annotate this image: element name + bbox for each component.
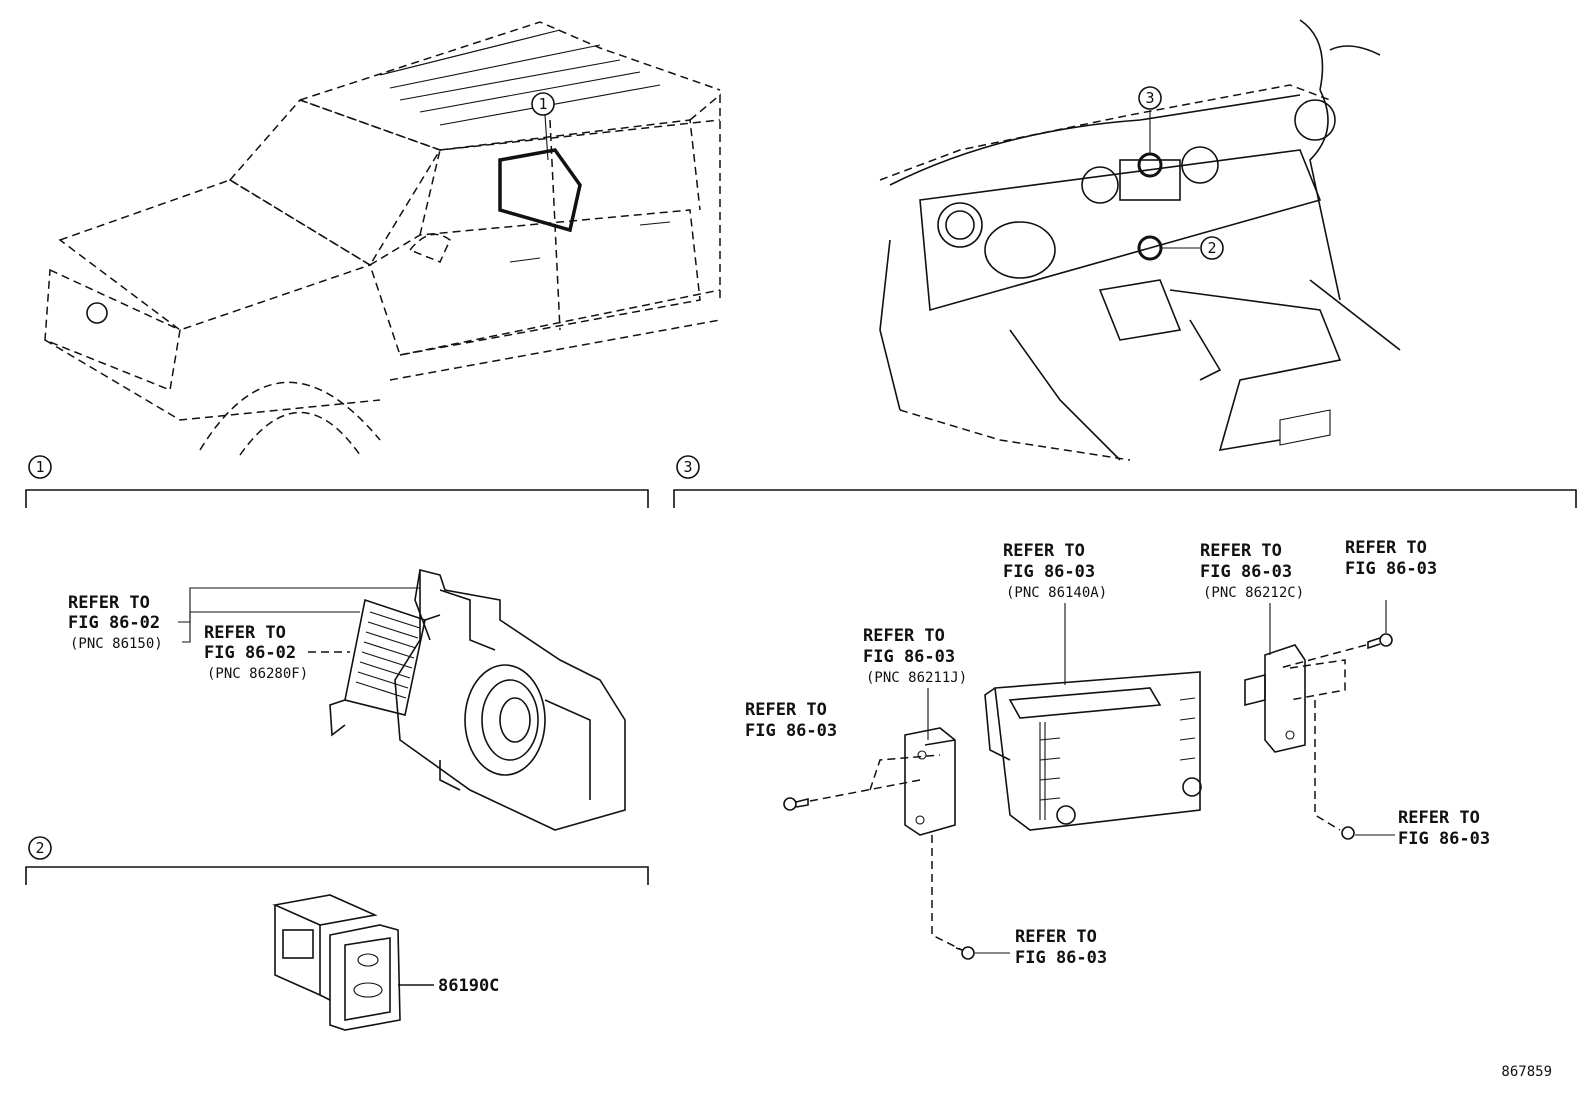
right-screw-ref-label: REFER TO FIG 86-03	[1398, 808, 1490, 849]
svg-text:REFER TO: REFER TO	[1003, 541, 1085, 561]
svg-text:REFER TO: REFER TO	[1398, 808, 1480, 828]
part-label-86190c: 86190C	[398, 976, 499, 996]
svg-text:REFER TO: REFER TO	[1345, 538, 1427, 558]
svg-text:FIG 86-03: FIG 86-03	[1398, 829, 1490, 849]
svg-text:2: 2	[35, 839, 44, 857]
section-2-header: 2	[25, 836, 649, 885]
svg-text:1: 1	[35, 458, 44, 476]
svg-text:(PNC 86211J): (PNC 86211J)	[866, 670, 967, 686]
svg-text:REFER TO: REFER TO	[68, 593, 150, 613]
left-screw	[783, 754, 941, 811]
amp-ref-label: REFER TO FIG 86-02 (PNC 86150)	[68, 587, 420, 652]
svg-text:FIG 86-03: FIG 86-03	[1003, 562, 1095, 582]
callout-3-dash: 3	[1138, 86, 1162, 110]
right-bracket	[1244, 644, 1306, 753]
usb-port-assembly	[272, 894, 401, 1031]
callout-2-dash: 2	[1200, 236, 1224, 260]
section-1-header: 1	[25, 455, 649, 508]
svg-text:(PNC 86280F): (PNC 86280F)	[207, 666, 308, 682]
svg-text:FIG 86-03: FIG 86-03	[1345, 559, 1437, 579]
svg-text:(PNC 86150): (PNC 86150)	[70, 636, 163, 652]
svg-text:REFER TO: REFER TO	[863, 626, 945, 646]
subwoofer-assembly	[329, 568, 626, 831]
right-bracket-ref-label: REFER TO FIG 86-03 (PNC 86212C)	[1200, 541, 1304, 655]
bottom-screw	[931, 835, 1010, 960]
svg-text:3: 3	[1145, 89, 1154, 107]
left-bracket-ref-label: REFER TO FIG 86-03 (PNC 86211J)	[863, 626, 967, 740]
svg-text:86190C: 86190C	[438, 976, 499, 996]
right-screw	[1314, 700, 1395, 840]
sub-ref-label: REFER TO FIG 86-02 (PNC 86280F)	[182, 611, 360, 682]
svg-text:1: 1	[538, 95, 547, 113]
svg-text:3: 3	[683, 458, 692, 476]
left-bracket	[904, 727, 956, 836]
svg-text:(PNC 86140A): (PNC 86140A)	[1006, 585, 1107, 601]
svg-text:REFER TO: REFER TO	[204, 623, 286, 643]
dashboard-illustration	[879, 19, 1401, 461]
svg-text:REFER TO: REFER TO	[745, 700, 827, 720]
callout-1-truck: 1	[531, 92, 555, 116]
svg-text:FIG 86-03: FIG 86-03	[863, 647, 955, 667]
head-unit	[984, 671, 1202, 831]
diagram-id: 867859	[1501, 1064, 1552, 1080]
top-right-screw-ref-label: REFER TO FIG 86-03	[1345, 538, 1437, 579]
svg-text:FIG 86-03: FIG 86-03	[745, 721, 837, 741]
section-3-header: 3	[673, 455, 1577, 508]
top-right-screw	[1279, 600, 1393, 701]
left-screw-ref-label: REFER TO FIG 86-03	[745, 700, 837, 741]
truck-illustration	[44, 21, 721, 456]
head-unit-ref-label: REFER TO FIG 86-03 (PNC 86140A)	[1003, 541, 1107, 685]
svg-text:REFER TO: REFER TO	[1015, 927, 1097, 947]
svg-text:FIG 86-03: FIG 86-03	[1200, 562, 1292, 582]
svg-text:FIG 86-02: FIG 86-02	[204, 643, 296, 663]
svg-text:FIG 86-02: FIG 86-02	[68, 613, 160, 633]
svg-text:(PNC 86212C): (PNC 86212C)	[1203, 585, 1304, 601]
svg-text:2: 2	[1207, 239, 1216, 257]
svg-text:REFER TO: REFER TO	[1200, 541, 1282, 561]
bottom-screw-ref-label: REFER TO FIG 86-03	[1015, 927, 1107, 968]
svg-text:FIG 86-03: FIG 86-03	[1015, 948, 1107, 968]
